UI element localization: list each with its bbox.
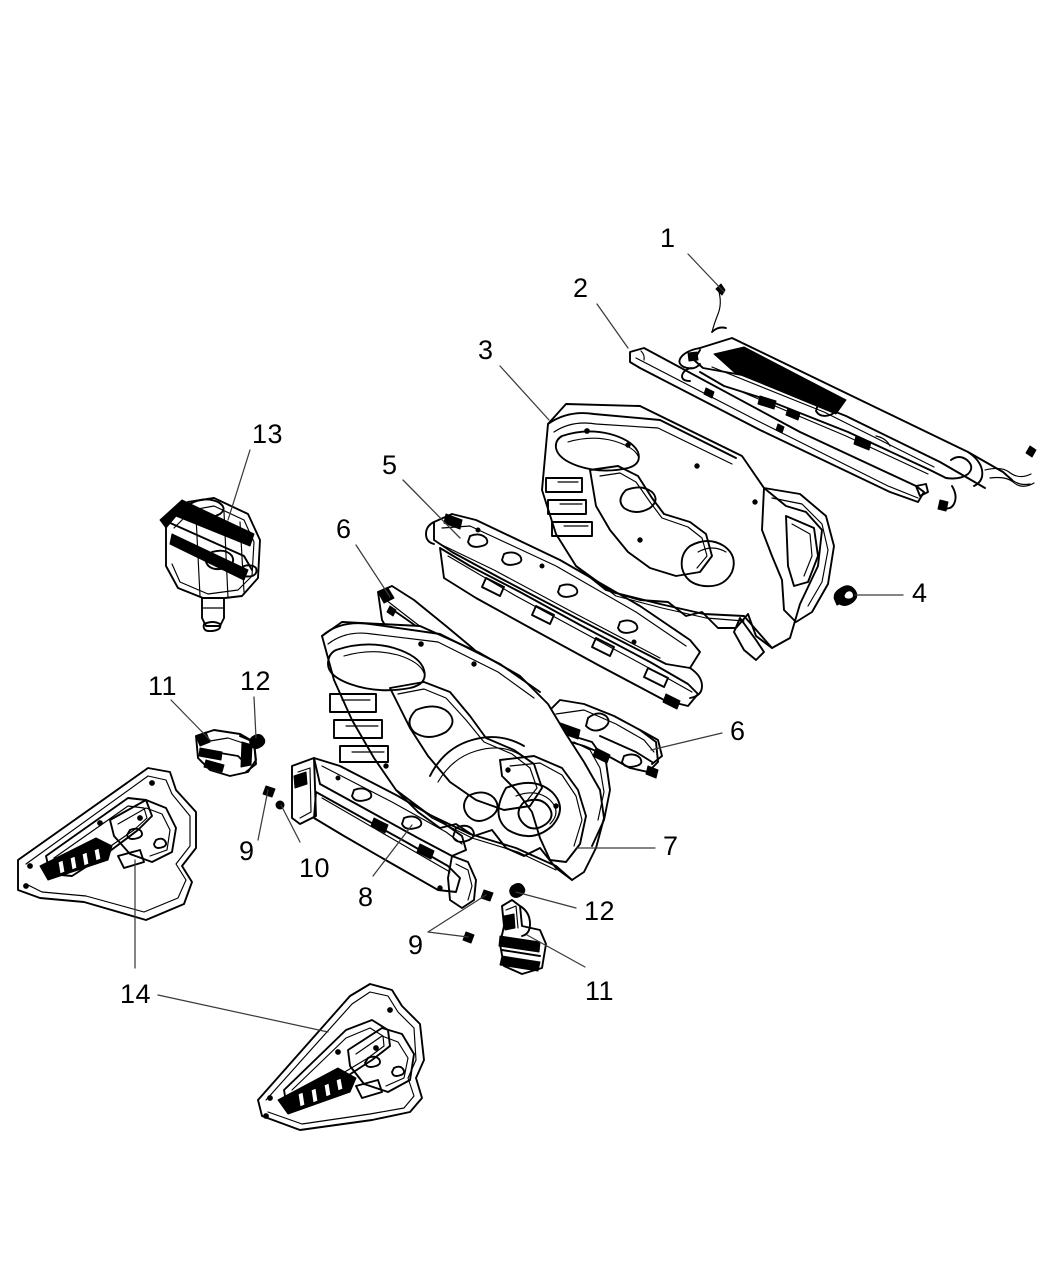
callout-label-1: 1 — [660, 223, 676, 253]
callout-label-6-left: 6 — [336, 514, 352, 544]
part-5-plenum-upper-panel — [425, 513, 703, 710]
callout-label-6-right: 6 — [730, 716, 746, 746]
part-9-stud-upper — [262, 785, 276, 798]
part-11-hinge-pillar-bracket-left — [195, 729, 257, 777]
callout-label-7: 7 — [663, 831, 679, 861]
callout-label-14: 14 — [120, 979, 152, 1009]
part-1-cowl-top-grille-panel — [678, 283, 1037, 512]
part-14-wheelhouse-apron-upper — [17, 767, 197, 921]
callout-label-12-lower: 12 — [584, 896, 616, 926]
part-13-washer-fluid-reservoir — [159, 497, 261, 633]
part-12-screw-lower — [509, 883, 526, 898]
part-8-cowl-lower-crossmember — [291, 757, 477, 909]
callout-label-3: 3 — [478, 335, 494, 365]
callout-label-10: 10 — [299, 853, 331, 883]
callout-label-8: 8 — [358, 882, 374, 912]
part-14-wheelhouse-apron-lower — [257, 983, 425, 1131]
part-9-stud-lower-a — [480, 889, 494, 902]
callout-label-11-left: 11 — [148, 671, 178, 701]
callout-label-11-right: 11 — [585, 976, 615, 1006]
callout-label-13: 13 — [252, 419, 284, 449]
callout-label-12-upper: 12 — [240, 666, 272, 696]
part-11-hinge-pillar-bracket-right — [498, 899, 547, 975]
part-12-screw-upper — [249, 734, 266, 749]
callout-label-5: 5 — [382, 450, 398, 480]
leader-lines — [134, 253, 904, 1033]
callout-label-2: 2 — [573, 273, 589, 303]
callout-label-9-upper: 9 — [239, 836, 255, 866]
part-9-stud-lower-b — [462, 931, 475, 944]
part-4-grommet-clip — [833, 585, 858, 606]
part-7-dash-panel — [321, 621, 611, 881]
part-2-cowl-seal — [629, 347, 929, 503]
callout-label-9-lower: 9 — [408, 930, 424, 960]
part-6-cowl-side-extension-right — [547, 699, 663, 779]
callout-label-4: 4 — [912, 578, 928, 608]
part-3-dash-panel-silencer — [541, 403, 835, 661]
